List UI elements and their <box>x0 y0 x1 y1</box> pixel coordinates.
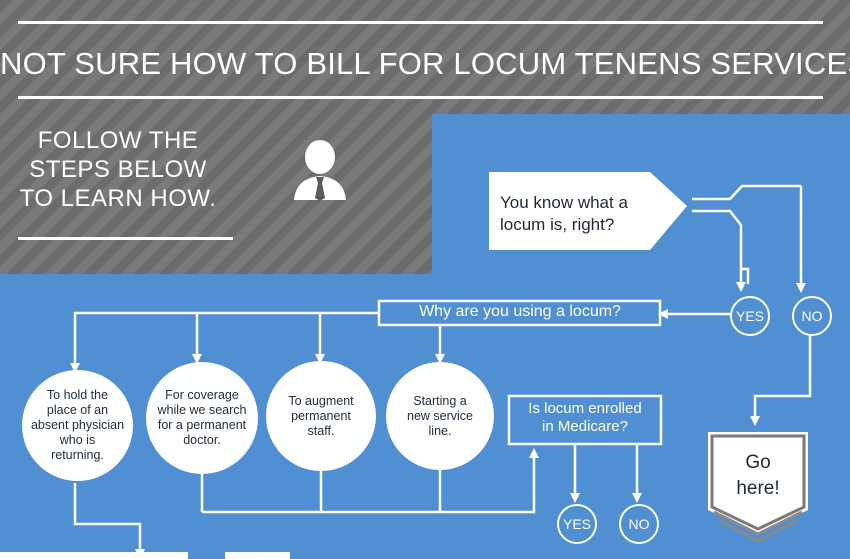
reason-4-line-2: new service <box>407 408 473 423</box>
reason-circle-3: To augment permanent staff. <box>266 361 376 471</box>
person-icon <box>294 140 346 201</box>
question-1-box <box>489 172 687 250</box>
reason-3-line-1: To augment <box>288 393 354 408</box>
intro-underline <box>18 237 233 240</box>
go-here-line-1: Go <box>745 452 771 473</box>
reason-circle-1: To hold the place of an absent physician… <box>22 370 133 481</box>
intro-text: FOLLOW THE STEPS BELOW TO LEARN HOW. <box>18 126 218 213</box>
page-title: NOT SURE HOW TO BILL FOR LOCUM TENENS SE… <box>0 46 850 81</box>
intro-line-2: STEPS BELOW <box>29 156 207 183</box>
partial-box-left <box>0 552 188 559</box>
no-answer-2: NO <box>619 504 659 544</box>
go-here-text: Go here! <box>720 450 796 502</box>
reason-4-line-3: line. <box>428 423 452 438</box>
reason-1-line-4: who is <box>59 433 96 447</box>
yes-answer-2: YES <box>557 504 597 544</box>
intro-line-1: FOLLOW THE <box>37 127 199 154</box>
reason-4-line-1: Starting a <box>413 393 467 408</box>
reason-circle-2: For coverage while we search for a perma… <box>146 362 258 474</box>
reason-1-line-3: absent physician <box>30 418 125 432</box>
reason-2-line-3: for a permanent <box>157 418 247 432</box>
question-1-line-1: You know what a <box>500 193 628 212</box>
question-3-line-2: in Medicare? <box>542 418 628 435</box>
reason-2-line-2: while we search <box>157 403 247 417</box>
reason-1-line-1: To hold the <box>46 388 109 402</box>
partial-box-mid <box>225 552 290 559</box>
question-3: Is locum enrolled in Medicare? <box>510 400 660 436</box>
reason-1-line-5: returning. <box>51 448 104 462</box>
question-2: Why are you using a locum? <box>419 303 621 320</box>
no-answer-1: NO <box>792 296 832 336</box>
reason-1-line-2: place of an <box>46 403 109 417</box>
reason-2-line-1: For coverage <box>165 388 239 402</box>
go-here-line-2: here! <box>736 478 780 499</box>
reason-2-line-4: doctor. <box>183 433 221 447</box>
reason-circle-4: Starting a new service line. <box>386 362 494 470</box>
question-1-line-2: locum is, right? <box>500 215 615 234</box>
go-here-badge <box>708 432 808 543</box>
reason-3-line-2: permanent <box>291 408 351 423</box>
intro-line-3: TO LEARN HOW. <box>19 185 217 212</box>
yes-answer-1: YES <box>730 296 770 336</box>
title-bottom-rule <box>18 96 823 99</box>
question-3-line-1: Is locum enrolled <box>528 400 642 417</box>
top-rule <box>18 21 823 24</box>
question-1: You know what a locum is, right? <box>500 192 660 236</box>
reason-3-line-3: staff. <box>307 423 335 438</box>
